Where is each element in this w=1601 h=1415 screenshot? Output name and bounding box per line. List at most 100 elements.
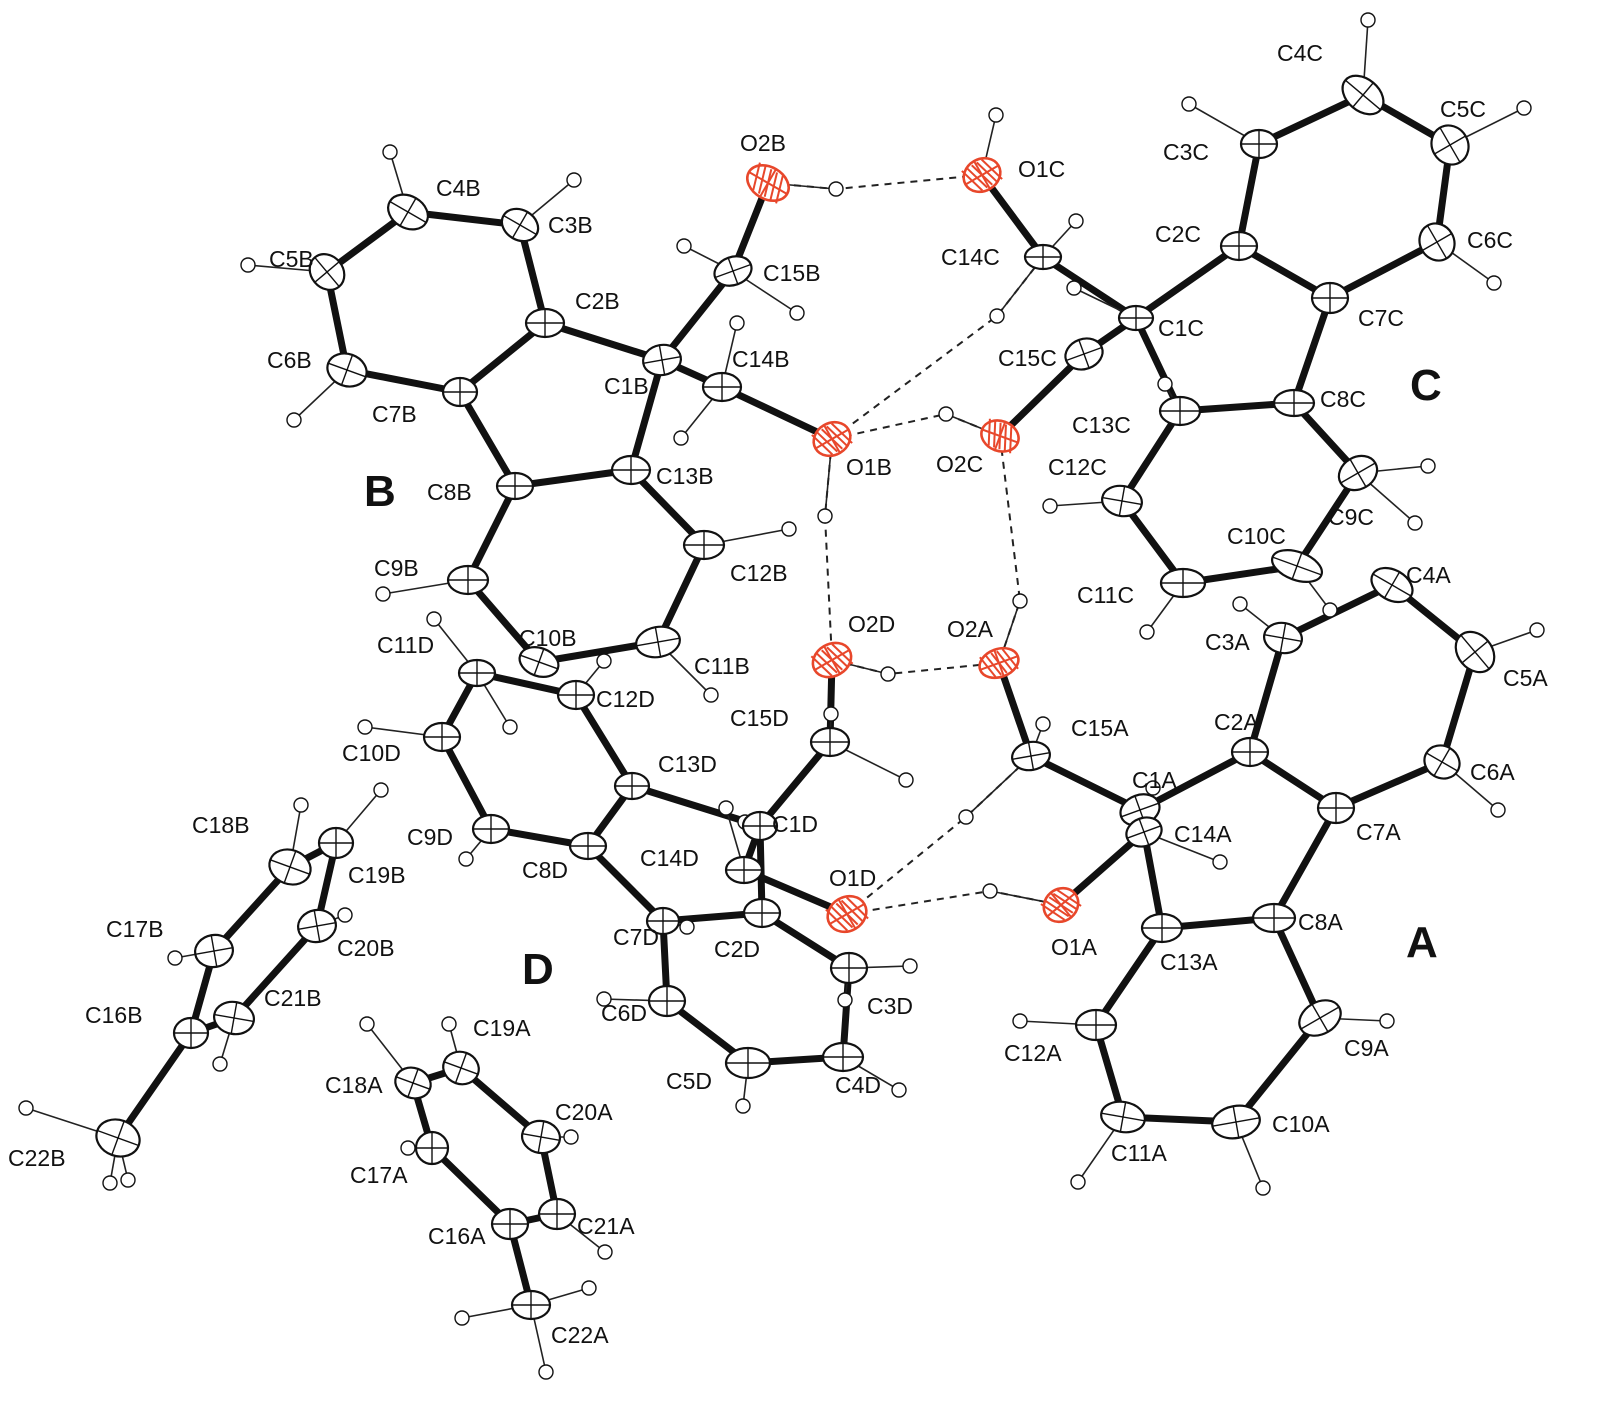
atom-c10d [422,721,462,753]
bond-c12c-c13c [1118,407,1184,505]
bond-c1c-c2c [1132,242,1243,322]
label-c14b: C14B [732,346,790,372]
label-c12a: C12A [1004,1040,1062,1066]
atom-c17b [193,933,235,969]
atom-c1d [741,810,779,842]
atom-c22b [95,1118,141,1158]
label-c13c: C13C [1072,412,1131,438]
hydrogen-atom [789,305,805,321]
label-c4a: C4A [1406,562,1451,588]
label-c7c: C7C [1358,305,1404,331]
octant-shading [821,428,843,450]
atom-label-layer: C1AC2AC3AC4AC5AC6AC7AC8AC9AC10AC11AC12AC… [8,40,1548,1348]
bond-c7b-c8b [456,388,519,490]
bond-c7b-c2b [456,319,549,396]
atom-c5a [1454,630,1496,674]
label-c22a: C22A [551,1322,609,1348]
label-o1a: O1A [1051,934,1098,960]
atom-c13d [613,771,651,801]
principal-axis [1434,135,1466,155]
atom-c10a [1211,1104,1261,1140]
octant-shading [816,431,839,453]
octant-shading [971,164,993,186]
label-c3c: C3C [1163,139,1209,165]
atom-c16a [490,1207,530,1241]
hydrogen-atom [1012,593,1028,609]
principal-axis [1349,458,1367,488]
label-c4d: C4D [835,1072,881,1098]
octant-shading [993,420,997,448]
label-c1a: C1A [1132,767,1177,793]
hydrogen-atom [1529,622,1545,638]
principal-axis [283,850,297,884]
octant-shading [990,652,1008,674]
hbond-o1b-o2d [823,438,833,661]
hydrogen-atom [120,1172,136,1188]
bond-c1b-c2b [541,319,666,364]
label-c2a: C2A [1214,709,1259,735]
atom-o1d [825,894,869,934]
label-c15d: C15D [730,705,789,731]
bond-c9d-c10d [438,733,495,833]
principal-axis [340,354,354,386]
label-c10a: C10A [1272,1111,1330,1137]
atom-c5b [308,253,346,291]
atom-c8b [495,471,535,501]
label-c4b: C4B [436,175,481,201]
label-c21a: C21A [577,1213,635,1239]
hydrogen-atom [988,107,1004,123]
atom-c2b [524,307,566,339]
octant-shading [825,908,848,932]
atom-c4c [1341,74,1385,116]
octant-shading [821,649,843,671]
octant-shading [835,902,859,926]
label-c9b: C9B [374,555,419,581]
bond-c15c-o2c [996,350,1088,440]
hydrogen-atom [1255,1180,1271,1196]
atom-c6b [326,352,368,388]
atom-c11c [1159,567,1207,599]
octant-shading [1001,648,1019,670]
atom-c6c [1418,222,1456,262]
bond-c12d-c13d [572,691,636,790]
label-c5b: C5B [269,246,314,272]
principal-axis [511,211,529,239]
atom-c7a [1316,791,1356,825]
principal-axis [313,910,321,942]
molecule-label-layer: A B C D [364,361,1442,994]
label-o1b: O1B [846,454,892,480]
molecule-label-a: A [1406,918,1438,967]
label-c11d: C11D [377,632,434,658]
label-c20b: C20B [337,935,395,961]
atom-c20b [296,908,338,944]
molecule-label-b: B [364,467,396,516]
hydrogen-atom [828,181,844,197]
hydrogen-atom [293,797,309,813]
atom-c5c [1430,124,1470,166]
bond-c2c-c3c [1235,140,1263,250]
principal-axis [230,1002,238,1034]
atom-c7b [441,376,479,408]
hydrogen-atom [989,308,1005,324]
hydrogen-atom [581,1280,597,1296]
principal-axis [1118,486,1126,516]
label-c18b: C18B [192,812,250,838]
hydrogen-atom [1360,12,1376,28]
label-c1b: C1B [604,373,649,399]
hydrogen-atom [441,1016,457,1032]
hydrogen-atom [1070,1174,1086,1190]
molecule-label-c: C [1410,361,1442,410]
octant-shading [980,158,1003,180]
bond-c7a-c8a [1270,804,1340,922]
hydrogen-atom [673,430,689,446]
label-c1c: C1C [1158,315,1204,341]
bond-c1c-c14c [1039,253,1140,322]
label-c11c: C11C [1077,582,1134,608]
hbond-o1d-o1a [846,889,1062,915]
label-c2d: C2D [714,936,760,962]
hydrogen-atom [982,883,998,899]
bond-c15a-o2a [995,659,1035,760]
label-c13a: C13A [1160,949,1218,975]
bond-c13b-c1b [627,356,666,474]
atom-c8a [1251,902,1297,934]
